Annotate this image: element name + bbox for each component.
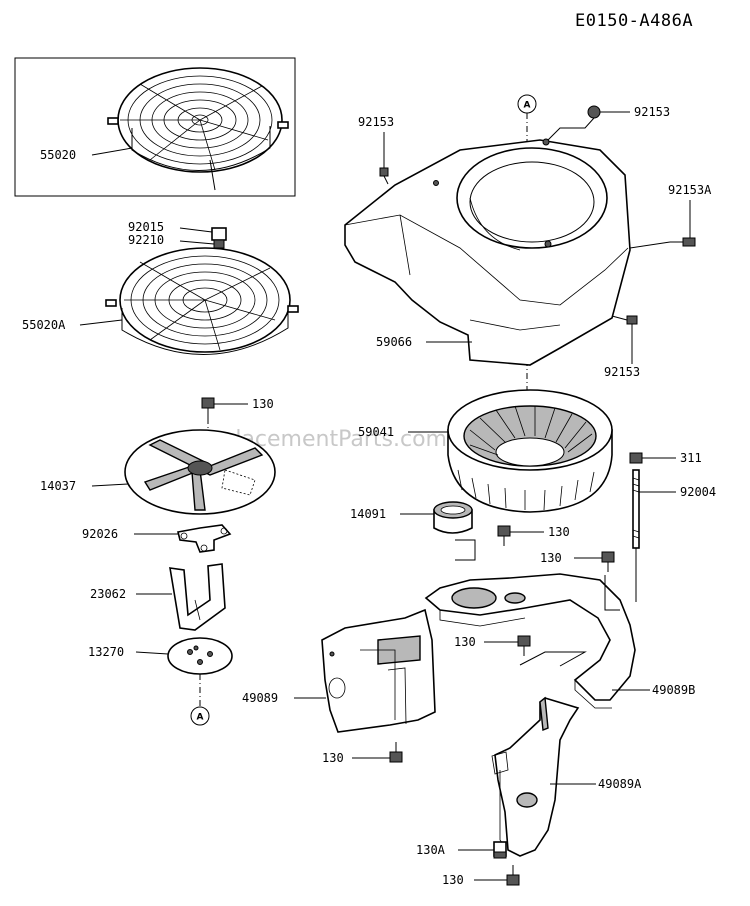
label-55020A: 55020A [22, 318, 66, 332]
label-92153-mid: 92153 [604, 365, 640, 379]
label-130-bracket: 130 [454, 635, 476, 649]
baffle-49089A[interactable] [491, 696, 580, 857]
label-92153A: 92153A [668, 183, 712, 197]
screw-92153-top-right[interactable] [587, 105, 601, 119]
label-92153-top-right: 92153 [634, 105, 670, 119]
label-14091: 14091 [350, 507, 386, 521]
label-92004: 92004 [680, 485, 716, 499]
collar-14091[interactable] [433, 501, 473, 534]
label-92153-top: 92153 [358, 115, 394, 129]
label-49089B: 49089B [652, 683, 695, 697]
nut-92015[interactable] [211, 227, 227, 249]
bolt-130-right[interactable] [601, 551, 615, 572]
label-130-right: 130 [540, 551, 562, 565]
screw-92153-top[interactable] [379, 167, 389, 185]
plate-92026[interactable] [177, 524, 232, 553]
label-49089: 49089 [242, 691, 278, 705]
reference-marker-a-bottom-text: A [197, 713, 204, 723]
bolt-130-bottom[interactable] [506, 865, 520, 886]
fan-guard-55020A[interactable] [105, 247, 299, 355]
label-311: 311 [680, 451, 702, 465]
bolt-130-bracket[interactable] [517, 635, 531, 656]
bolt-130-bottom-left[interactable] [389, 742, 403, 763]
label-55020: 55020 [40, 148, 76, 162]
bolt-130-top-left[interactable] [201, 397, 215, 418]
label-23062: 23062 [90, 587, 126, 601]
flywheel-screen-14037[interactable] [124, 429, 276, 515]
fan-guard-55020[interactable] [107, 67, 289, 191]
screw-92153-mid[interactable] [611, 315, 638, 325]
bracket-49089B[interactable] [424, 539, 636, 709]
fan-59041[interactable] [447, 389, 613, 513]
bolt-130A[interactable] [493, 841, 507, 859]
label-92026: 92026 [82, 527, 118, 541]
inset-box [14, 57, 296, 197]
label-130-bottom-left: 130 [322, 751, 344, 765]
nut-311[interactable] [629, 452, 643, 464]
label-130-mid: 130 [548, 525, 570, 539]
label-130-top-left: 130 [252, 397, 274, 411]
label-59041: 59041 [358, 425, 394, 439]
bracket-23062[interactable] [169, 563, 226, 631]
label-13270: 13270 [88, 645, 124, 659]
label-92015: 92015 [128, 220, 164, 234]
label-14037: 14037 [40, 479, 76, 493]
reference-marker-a-top-text: A [524, 101, 531, 111]
blower-housing-59066[interactable] [344, 138, 631, 366]
stud-92004[interactable] [632, 469, 640, 549]
bolt-130-mid[interactable] [497, 525, 511, 546]
label-92210: 92210 [128, 233, 164, 247]
plate-13270[interactable] [167, 637, 233, 675]
diagram-code: E0150-A486A [575, 11, 693, 31]
label-49089A: 49089A [598, 777, 642, 791]
baffle-49089[interactable] [321, 608, 436, 733]
label-59066: 59066 [376, 335, 412, 349]
reference-marker-a-top: A [517, 94, 537, 114]
reference-marker-a-bottom: A [190, 706, 210, 726]
label-130-bottom: 130 [442, 873, 464, 887]
label-130A: 130A [416, 843, 446, 857]
screw-92153A[interactable] [670, 237, 696, 247]
